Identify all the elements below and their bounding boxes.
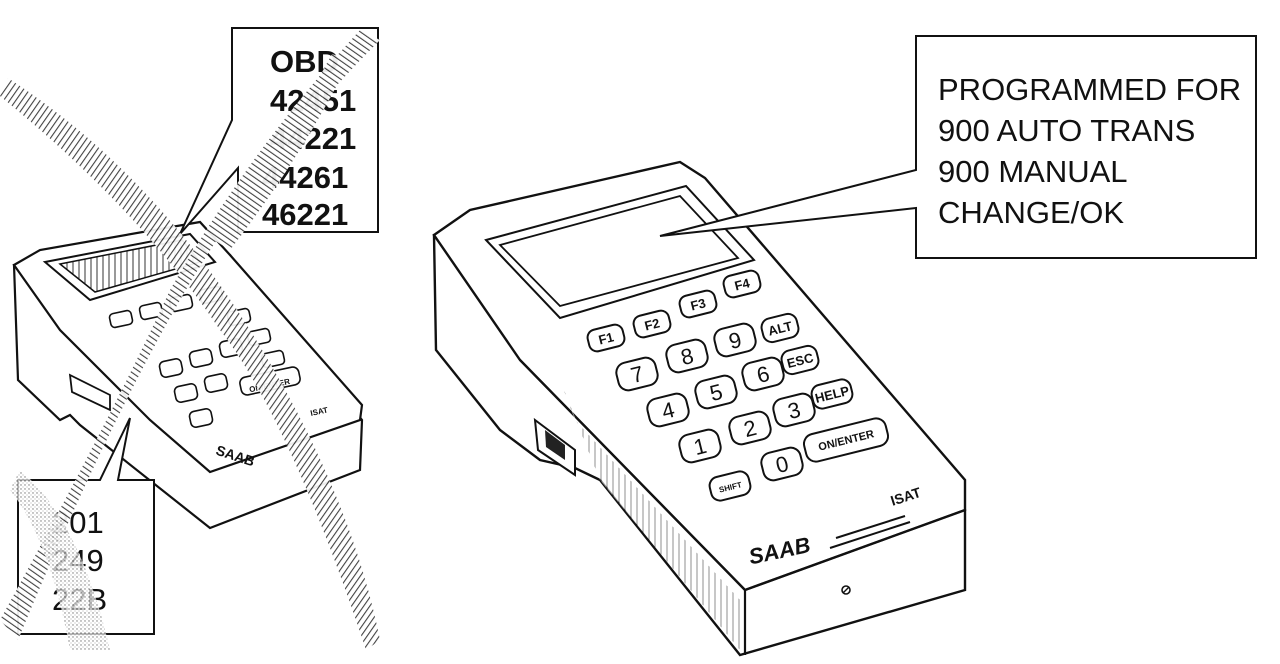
old-tester-model-label: ISAT	[310, 405, 329, 417]
key-7-label: 7	[628, 361, 646, 388]
key-4: 4	[646, 392, 690, 428]
key-2: 2	[728, 410, 772, 446]
key-5-label: 5	[707, 379, 725, 406]
new-tester-function-keys: F1 F2 F3 F4	[586, 269, 762, 353]
key-6: 6	[741, 356, 785, 392]
key-f4-label: F4	[733, 275, 752, 293]
old-model-line-5: 46221	[262, 197, 348, 232]
key-f1-label: F1	[597, 329, 615, 347]
key-f2: F2	[632, 309, 672, 339]
key-6-label: 6	[754, 361, 772, 388]
key-9-label: 9	[726, 327, 744, 354]
key-f3: F3	[678, 289, 718, 319]
key-2-label: 2	[741, 415, 759, 442]
new-tester-display-callout: PROGRAMMED FOR 900 AUTO TRANS 900 MANUAL…	[659, 35, 1257, 259]
key-help: HELP	[810, 378, 854, 410]
new-tester-keypad: ALT 7 8 9 ESC 4	[615, 312, 890, 502]
display-line-2: 900 AUTO TRANS	[938, 113, 1195, 148]
display-line-1: PROGRAMMED FOR	[938, 72, 1241, 107]
key-esc: ESC	[780, 344, 820, 376]
key-f2-label: F2	[643, 315, 661, 333]
new-tester: F1 F2 F3 F4 ALT 7	[432, 160, 967, 657]
key-alt-label: ALT	[767, 318, 794, 338]
key-1: 1	[678, 428, 722, 464]
key-esc-label: ESC	[785, 350, 815, 371]
key-3-label: 3	[785, 397, 803, 424]
key-1-label: 1	[691, 433, 709, 460]
key-5: 5	[694, 374, 738, 410]
key-f3-label: F3	[689, 295, 707, 313]
display-line-4: CHANGE/OK	[938, 195, 1124, 230]
display-line-3: 900 MANUAL	[938, 154, 1128, 189]
key-alt: ALT	[760, 312, 800, 344]
key-0: 0	[760, 446, 804, 482]
key-4-label: 4	[659, 397, 677, 424]
key-7: 7	[615, 356, 659, 392]
cross-out-strokes	[0, 30, 380, 650]
key-3: 3	[772, 392, 816, 428]
key-8-label: 8	[678, 343, 696, 370]
key-9: 9	[713, 322, 757, 358]
key-f4: F4	[722, 269, 762, 299]
key-f1: F1	[586, 323, 626, 353]
new-tester-screen	[498, 194, 740, 308]
key-shift: SHIFT	[708, 470, 752, 502]
key-8: 8	[665, 338, 709, 374]
key-0-label: 0	[773, 451, 791, 478]
key-on-enter: ON/ENTER	[802, 417, 890, 463]
